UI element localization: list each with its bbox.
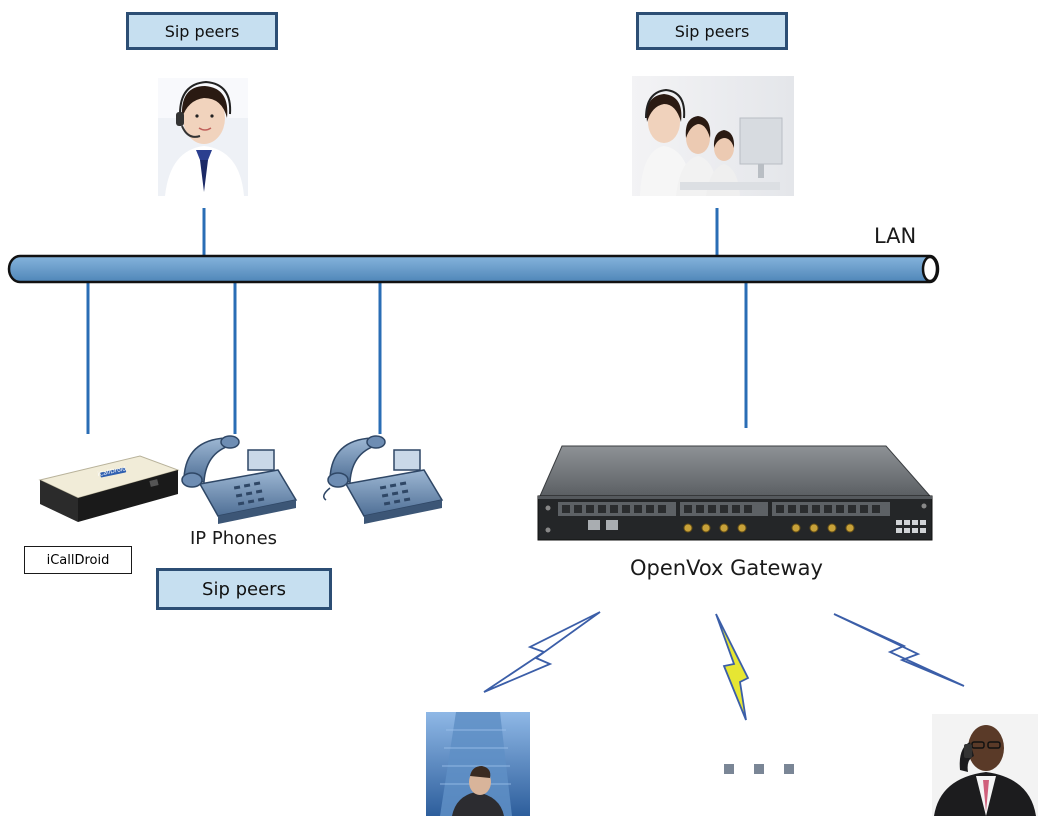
call-center-operator-icon [158,78,248,196]
wireless-links [483,611,965,721]
desk-ip-phone-icon [323,435,444,524]
wireless-link-right [833,613,965,687]
lan-links [86,208,748,434]
more-users-ellipsis-icon [724,764,794,774]
wireless-link-left [483,611,601,693]
icalldroid-device-icon: iCallDroid [32,434,182,530]
wireless-link-middle [715,613,750,721]
sip-peers-label-top-right: Sip peers [636,12,788,50]
sip-peers-label-top-left: Sip peers [126,12,278,50]
desk-ip-phone-icon [181,435,298,524]
sip-peers-label-bottom: Sip peers [156,568,332,610]
ip-phones-label: IP Phones [190,528,278,549]
mobile-business-user-icon [932,714,1038,816]
lan-label: LAN [874,224,917,248]
call-center-team-icon [632,76,794,196]
icalldroid-label: iCallDroid [24,546,132,574]
mobile-user-building-icon [426,712,530,816]
openvox-gateway-label: OpenVox Gateway [630,556,823,580]
openvox-gateway-icon [537,445,933,541]
lan-bus [7,254,940,284]
